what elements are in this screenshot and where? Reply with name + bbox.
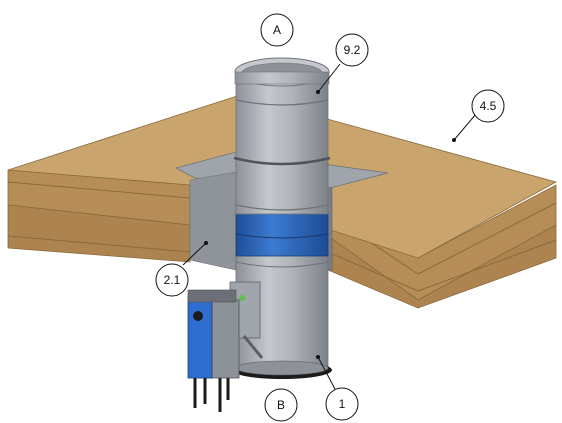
callout-slab-label: 4.5 (480, 99, 497, 113)
leader-4-5-dot (452, 138, 456, 142)
leader-2-1 (182, 242, 207, 266)
leader-9-2-dot (316, 90, 320, 94)
leader-1-dot (316, 355, 320, 359)
callout-side-b: B (264, 388, 298, 422)
slab-right-groove-4 (417, 239, 557, 292)
callout-duct-label: 9.2 (344, 43, 361, 57)
opening-wall-left (189, 171, 237, 271)
leader-lines (182, 63, 477, 390)
slab-left-groove-1 (7, 181, 191, 199)
actuator-body (187, 295, 213, 379)
callout-damper-label: 1 (339, 397, 346, 411)
slab-right-groove-3 (327, 251, 419, 292)
slab-left-groove-2 (7, 235, 191, 253)
callout-slab: 4.5 (471, 89, 505, 123)
bead-ring-3 (235, 204, 329, 211)
actuator-indicator (239, 295, 245, 301)
slab-right-groove-2 (417, 202, 557, 275)
bead-ring-4 (235, 261, 329, 268)
collar-band-line (235, 233, 329, 239)
leader-1 (317, 356, 336, 390)
callout-sealant-label: 2.1 (164, 273, 181, 287)
actuator-cap (187, 289, 237, 303)
leader-9-2 (317, 63, 341, 93)
leader-2-1-dot (204, 241, 208, 245)
damper-duct (232, 57, 332, 379)
callout-side-a: A (260, 13, 294, 47)
actuator-rod (242, 335, 264, 359)
duct-top-lip (234, 71, 330, 85)
callout-damper: 1 (325, 387, 359, 421)
callout-side-a-label: A (273, 23, 281, 37)
bottom-rim (235, 360, 329, 376)
intumescent-collar (235, 211, 329, 257)
callout-sealant: 2.1 (155, 263, 189, 297)
callout-duct: 9.2 (335, 33, 369, 67)
bead-ring-1 (235, 99, 329, 106)
callout-side-b-label: B (277, 398, 285, 412)
leader-4-5 (453, 113, 477, 141)
bead-ring-2 (233, 156, 331, 166)
actuator-assembly (187, 281, 264, 412)
duct-upper-body (235, 81, 329, 215)
actuator-knob (193, 311, 203, 321)
